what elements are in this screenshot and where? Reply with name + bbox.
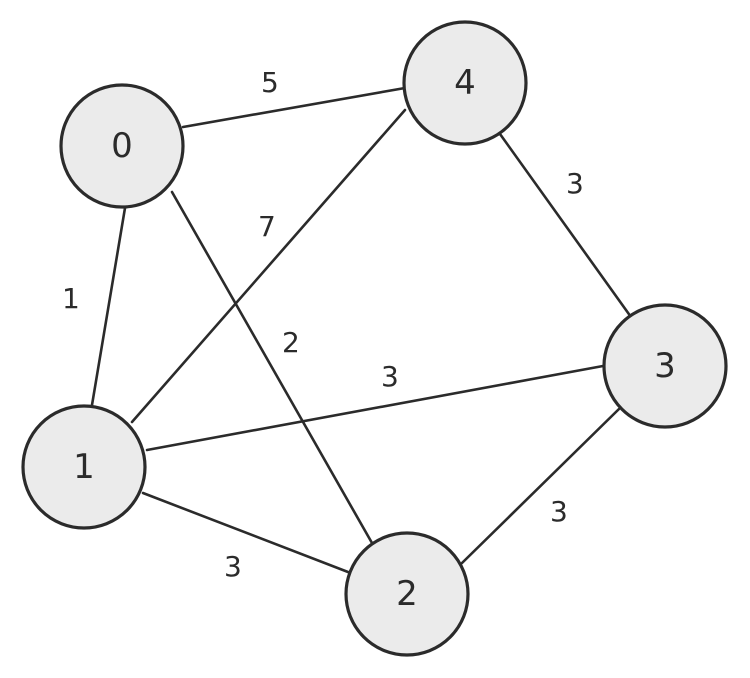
node-circle xyxy=(344,531,470,657)
edge-4-3 xyxy=(498,132,633,319)
edges xyxy=(90,86,633,574)
node-circle xyxy=(602,303,728,429)
node-1: 1 xyxy=(21,404,147,530)
node-0: 0 xyxy=(59,83,185,209)
edge-1-3 xyxy=(145,364,605,452)
node-circle xyxy=(402,20,528,146)
edge-weight-1-2: 3 xyxy=(224,550,242,583)
edge-weight-2-3: 3 xyxy=(550,495,568,528)
node-circle xyxy=(59,83,185,209)
edge-weight-4-3: 3 xyxy=(566,167,584,200)
node-label: 0 xyxy=(111,126,133,166)
edge-weight-1-4: 7 xyxy=(258,210,276,243)
node-circle xyxy=(21,404,147,530)
node-3: 3 xyxy=(602,303,728,429)
edge-weight-0-4: 5 xyxy=(261,66,279,99)
edge-0-4 xyxy=(181,86,407,129)
edge-weight-1-3: 3 xyxy=(381,360,399,393)
edge-1-4 xyxy=(130,108,407,424)
node-2: 2 xyxy=(344,531,470,657)
edge-1-2 xyxy=(141,491,350,574)
node-label: 2 xyxy=(396,574,418,614)
edge-2-3 xyxy=(460,406,622,565)
edge-weights: 5 1 2 7 3 3 3 3 xyxy=(62,66,584,583)
edge-weight-0-2: 2 xyxy=(282,326,300,359)
node-label: 3 xyxy=(654,346,676,386)
node-label: 1 xyxy=(73,447,95,487)
edge-0-1 xyxy=(90,206,127,407)
edge-weight-0-1: 1 xyxy=(62,282,80,315)
node-label: 4 xyxy=(454,63,476,103)
node-4: 4 xyxy=(402,20,528,146)
edge-0-2 xyxy=(170,190,374,545)
